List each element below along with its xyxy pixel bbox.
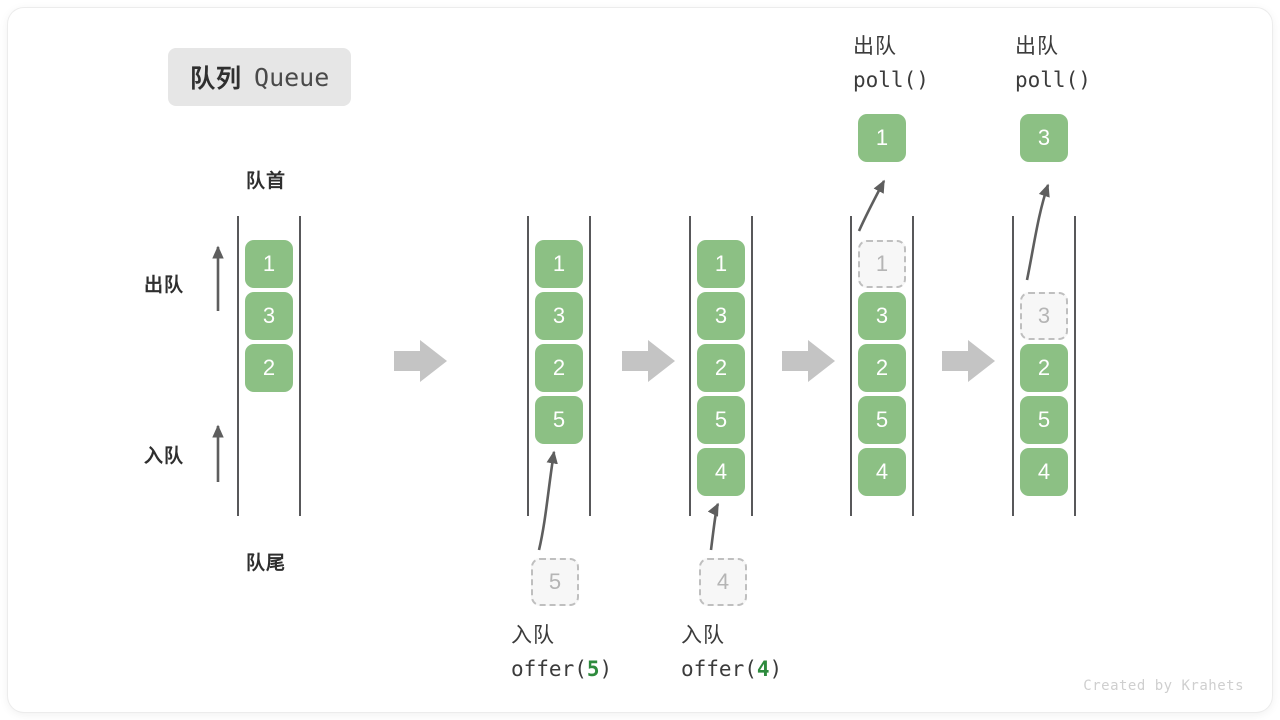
queue-cell: 2 [535,344,583,392]
queue-cell: 4 [697,448,745,496]
title-chinese: 队列 [190,65,243,93]
dequeue-side-label: 出队 [144,275,185,296]
queue-cell: 3 [245,292,293,340]
rail-left [527,216,529,516]
arrow-overlay [212,179,1050,551]
queue-cell: 5 [697,396,745,444]
queue-cell: 2 [245,344,293,392]
rail-left [1012,216,1014,516]
operation-label-cn: 出队 [853,35,897,58]
transition-arrow [782,340,835,382]
rail-left [850,216,852,516]
rail-right [912,216,914,516]
queue-cell: 5 [535,396,583,444]
queue-cell: 1 [697,240,745,288]
queue-cell: 3 [697,292,745,340]
queue-cell: 4 [858,448,906,496]
queue-cell: 5 [1020,396,1068,444]
operation-label-cn: 入队 [511,624,555,647]
operation-arg: 5 [586,656,600,681]
queue-cell: 2 [697,344,745,392]
queue-tail-label: 队尾 [246,553,287,574]
queue-cell: 1 [535,240,583,288]
rail-right [1074,216,1076,516]
queue-column-initial: 1 3 2 [237,216,301,516]
queue-cell: 4 [1020,448,1068,496]
rail-left [689,216,691,516]
watermark-credit: Created by Krahets [1083,678,1244,694]
rail-right [751,216,753,516]
operation-caption-poll-1: 出队 poll() [853,30,929,97]
queue-column-after-poll-1: 1 3 2 5 4 [850,216,914,516]
queue-column-after-offer-4: 1 3 2 5 4 [689,216,753,516]
queue-cell: 3 [858,292,906,340]
operation-code: offer(5) [511,656,613,681]
transition-arrow [622,340,675,382]
pending-enqueue-box: 4 [699,558,747,606]
queue-cell: 5 [858,396,906,444]
queue-head-label: 队首 [246,171,287,192]
queue-cell: 2 [858,344,906,392]
operation-caption-offer-5: 入队 offer(5) [511,620,612,685]
polled-element-box: 3 [1020,114,1068,162]
queue-column-after-poll-3: 3 2 5 4 [1012,216,1076,516]
operation-label-cn: 入队 [681,624,725,647]
queue-cell-ghost: 3 [1020,292,1068,340]
rail-right [589,216,591,516]
operation-label-cn: 出队 [1015,35,1059,58]
queue-cell: 1 [245,240,293,288]
title-english: Queue [254,62,330,92]
operation-code: poll() [853,67,929,92]
operation-arg: 4 [756,656,770,681]
operation-code: poll() [1015,67,1091,92]
queue-cell: 3 [535,292,583,340]
enqueue-side-label: 入队 [144,446,185,467]
polled-element-box: 1 [858,114,906,162]
diagram-canvas: 队列 Queue 队首 队尾 出队 入队 1 3 2 1 3 2 5 5 入队 … [8,8,1272,712]
queue-cell: 2 [1020,344,1068,392]
transition-arrow [394,340,447,382]
transition-arrow [942,340,995,382]
rail-right [299,216,301,516]
queue-cell-ghost: 1 [858,240,906,288]
operation-caption-offer-4: 入队 offer(4) [681,620,782,685]
operation-code: offer(4) [681,656,783,681]
rail-left [237,216,239,516]
operation-caption-poll-3: 出队 poll() [1015,30,1091,97]
diagram-title-badge: 队列 Queue [168,48,352,106]
queue-column-after-offer-5: 1 3 2 5 [527,216,591,516]
pending-enqueue-box: 5 [531,558,579,606]
